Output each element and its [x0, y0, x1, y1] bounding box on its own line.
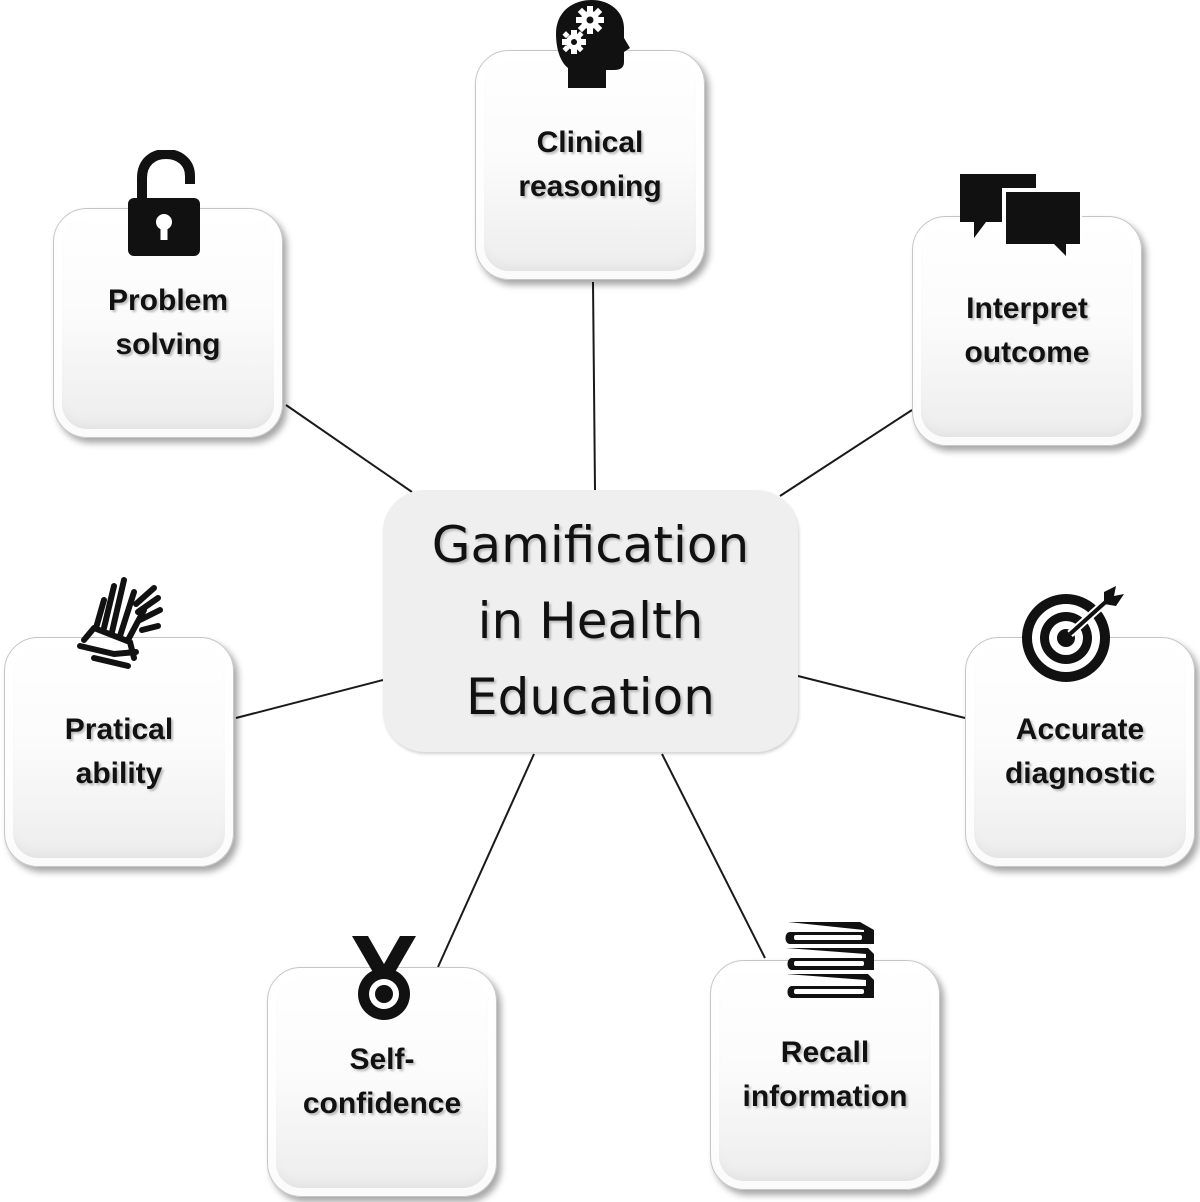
node-clinical-reasoning: Clinical reasoning	[475, 50, 705, 280]
node-label-line-2: solving	[115, 328, 221, 361]
node-label-line-1: Pratical	[64, 713, 174, 746]
node-label-line-1: Problem	[107, 284, 229, 317]
node-label-line-2: diagnostic	[1004, 757, 1155, 790]
head-gears-icon	[556, 0, 630, 88]
node-label-line-1: Clinical	[536, 126, 644, 159]
clapping-hands-icon	[77, 577, 163, 669]
node-label-line-2: ability	[75, 757, 163, 790]
center-topic-line-3: Education	[466, 668, 715, 726]
connector-self-confidence	[437, 753, 535, 968]
node-label-line-2: information	[742, 1080, 908, 1113]
node-interpret-outcome: Interpret outcome	[912, 216, 1142, 446]
speech-bubbles-icon	[960, 174, 1082, 260]
node-pratical-ability: Pratical ability	[4, 637, 234, 867]
connector-recall-information	[661, 753, 766, 959]
open-padlock-icon	[128, 150, 200, 256]
node-label-line-2: confidence	[302, 1087, 462, 1120]
node-label-line-2: outcome	[964, 336, 1090, 369]
stacked-books-icon	[785, 922, 874, 998]
node-label-line-1: Recall	[780, 1036, 870, 1069]
node-label-line-1: Interpret	[966, 292, 1088, 325]
node-label-line-1: Self-	[349, 1043, 415, 1076]
connector-clinical-reasoning	[592, 281, 596, 491]
node-problem-solving: Problem solving	[53, 208, 283, 438]
node-recall-information: Recall information	[710, 960, 940, 1190]
connector-pratical-ability	[235, 679, 384, 719]
node-label-line-2: reasoning	[518, 170, 662, 203]
center-topic-line-1: Gamification	[431, 516, 750, 574]
target-arrow-icon	[1022, 586, 1124, 682]
medal-icon	[352, 936, 416, 1020]
connector-problem-solving	[285, 404, 413, 493]
connector-accurate-diagnostic	[797, 675, 966, 719]
node-label-line-1: Accurate	[1015, 713, 1145, 746]
center-topic-line-2: in Health	[477, 592, 704, 650]
center-topic-box: Gamification in Health Education	[383, 490, 798, 752]
connector-interpret-outcome	[779, 409, 913, 497]
